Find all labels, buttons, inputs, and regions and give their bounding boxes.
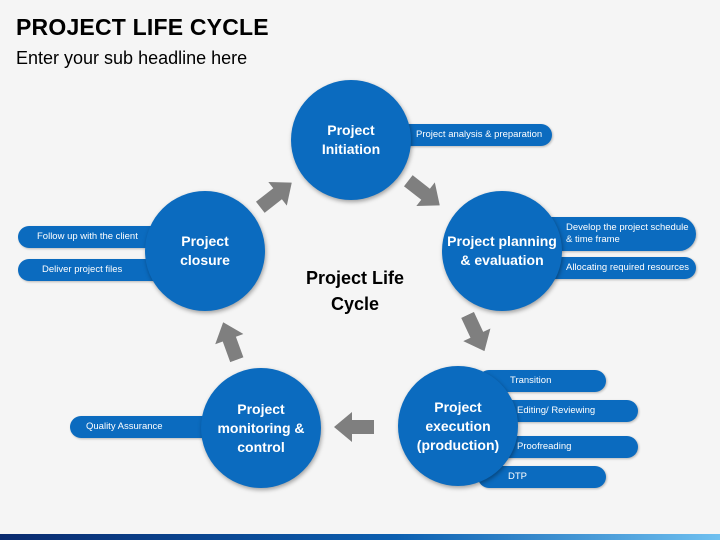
note-closure-followup: Follow up with the client <box>18 226 178 248</box>
note-execution-transition: Transition <box>478 370 606 392</box>
page-title: PROJECT LIFE CYCLE <box>16 14 269 40</box>
phase-closure: Project closure <box>145 191 265 311</box>
note-initiation-analysis: Project analysis & preparation <box>392 124 552 146</box>
arrow-monitoring-to-closure <box>215 322 244 363</box>
note-execution-dtp: DTP <box>478 466 606 488</box>
arrow-closure-to-initiation <box>255 181 292 213</box>
arrow-planning-to-execution <box>461 311 491 352</box>
note-planning-resources: Allocating required resources <box>528 257 696 279</box>
arrow-initiation-to-planning <box>403 175 440 207</box>
center-label: Project Life Cycle <box>305 268 405 314</box>
note-monitoring-qa: Quality Assurance <box>70 416 230 438</box>
arrow-execution-to-monitoring <box>334 412 374 442</box>
footer-bar <box>0 534 720 540</box>
note-closure-deliver: Deliver project files <box>18 259 178 281</box>
page-subtitle: Enter your sub headline here <box>16 48 248 68</box>
note-execution-editing: Editing/ Reviewing <box>490 400 638 422</box>
phase-monitoring: Project monitoring & control <box>201 368 321 488</box>
phase-execution: Project execution (production) <box>398 366 518 486</box>
phase-planning: Project planning & evaluation <box>442 191 562 311</box>
phase-initiation: Project Initiation <box>291 80 411 200</box>
note-execution-proofreading: Proofreading <box>490 436 638 458</box>
